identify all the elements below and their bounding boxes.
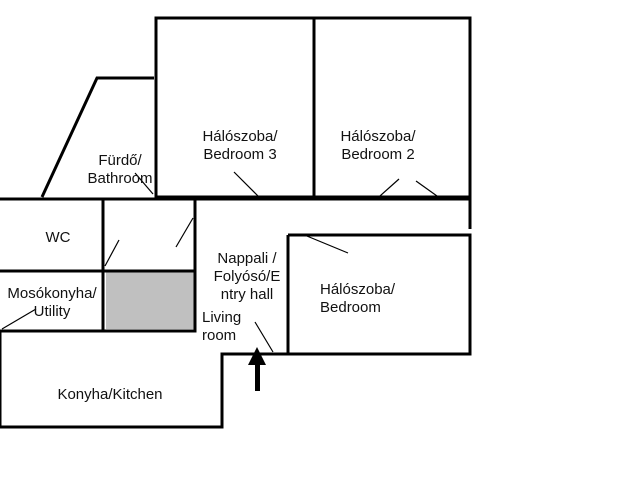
label-bedroom-2-hu: Hálószoba/: [340, 128, 416, 145]
label-utility: Mosókonyha/ Utility: [0, 285, 104, 321]
label-entry-hall-line3: ntry hall: [220, 286, 274, 303]
door-marks: [1, 171, 438, 353]
label-entry-hall-line2: Folyósó/E: [213, 268, 281, 285]
label-bedroom-3: Hálószoba/ Bedroom 3: [180, 128, 300, 164]
label-bathroom-hu: Fürdő/: [98, 152, 142, 169]
label-entry-hall: Nappali / Folyósó/E ntry hall: [202, 250, 292, 304]
label-bedroom-3-hu: Hálószoba/: [202, 128, 278, 145]
label-wc: WC: [45, 229, 71, 246]
label-utility-en: Utility: [33, 303, 71, 320]
label-entry-hall-line1: Nappali /: [217, 250, 277, 267]
label-utility-hu: Mosókonyha/: [7, 285, 97, 302]
label-living-room-line2: room: [202, 327, 237, 344]
label-bedroom: Hálószoba/ Bedroom: [320, 281, 430, 317]
label-kitchen: Konyha/Kitchen: [57, 386, 163, 403]
label-bedroom-3-en: Bedroom 3: [203, 146, 277, 163]
label-living-room-line1: Living: [202, 309, 242, 326]
label-bedroom-en: Bedroom: [320, 299, 381, 316]
label-bedroom-2-en: Bedroom 2: [341, 146, 415, 163]
label-bedroom-hu: Hálószoba/: [320, 281, 396, 298]
label-bedroom-2: Hálószoba/ Bedroom 2: [318, 128, 438, 164]
label-living-room: Living room: [202, 309, 262, 345]
walls: [0, 16, 472, 429]
label-bathroom-en: Bathroom: [87, 170, 153, 187]
label-bathroom: Fürdő/ Bathroom: [70, 152, 170, 188]
shaded-block: [106, 271, 194, 329]
arrow-up-icon: [248, 347, 266, 391]
